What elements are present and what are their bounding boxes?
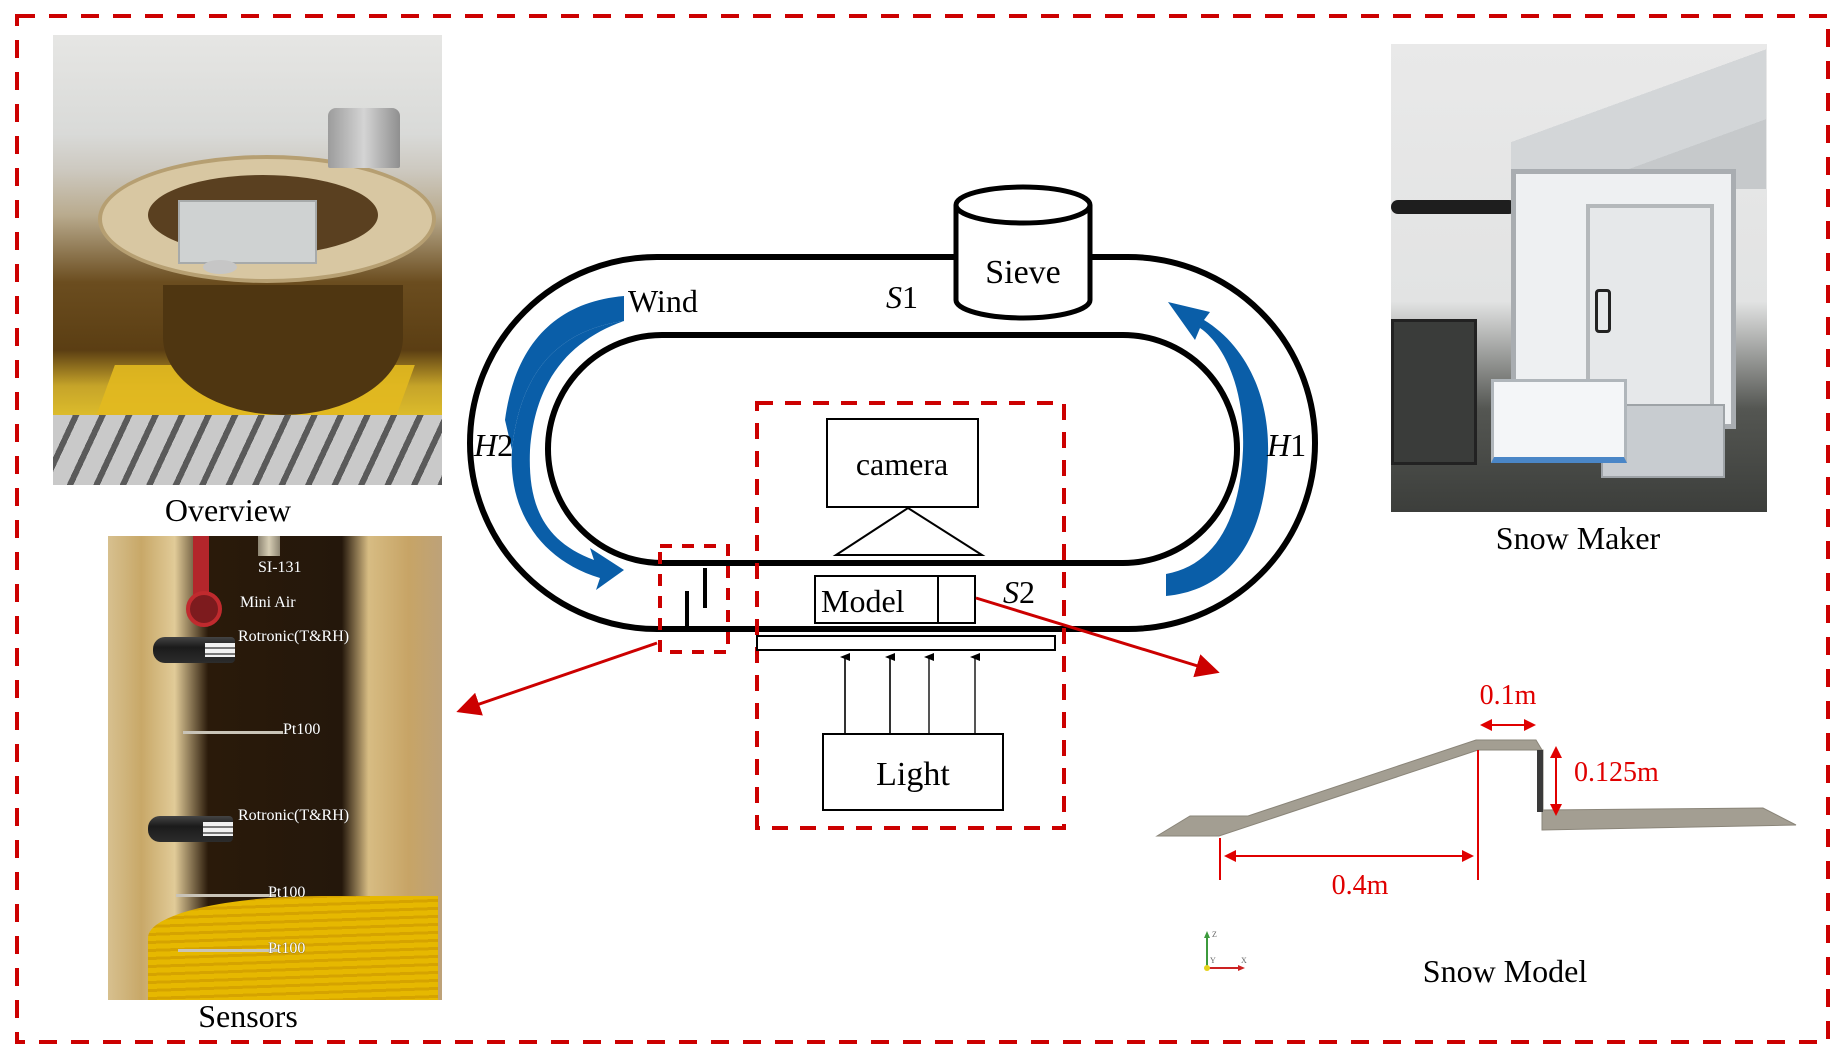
h1-num: 1	[1290, 427, 1306, 463]
sensor-label-pt100-2: Pt100	[268, 884, 306, 901]
sensor-location-dashed-box	[658, 544, 730, 654]
callout-arrow-to-sensors	[456, 641, 658, 716]
control-box	[178, 200, 317, 264]
sieve-cylinder	[953, 184, 1093, 321]
wind-tunnel-inner-wall	[545, 332, 1240, 566]
s2-italic: S	[1003, 574, 1019, 610]
model-label: Model	[821, 583, 905, 619]
sensor-label-rotronic-1: Rotronic(T&RH)	[238, 628, 350, 645]
snow-surface	[1155, 739, 1797, 837]
snow-model-geometry	[1155, 739, 1797, 837]
y-axis-label: Y	[1210, 956, 1216, 965]
dim-step-height-label: 0.125m	[1574, 757, 1659, 788]
sensor-label-mini-air: Mini Air	[240, 594, 296, 611]
camera-view-cone	[832, 506, 986, 556]
sensors-caption: Sensors	[198, 998, 298, 1034]
pt100-rod-1	[183, 731, 283, 734]
outer-dashed-frame	[15, 14, 1830, 1044]
light-box	[822, 733, 1004, 811]
pt100-rod-2	[176, 894, 276, 897]
pt100-rod-3	[178, 949, 278, 952]
callout-arrow-to-snow-model	[975, 596, 1220, 678]
sieve-label: Sieve	[985, 254, 1061, 291]
x-axis-label: X	[1241, 956, 1247, 965]
camera-label: camera	[856, 446, 948, 482]
wind-label: Wind	[628, 283, 698, 319]
y-axis-origin	[1204, 965, 1210, 971]
wind-arrow-left	[511, 296, 624, 590]
h1-italic: H	[1266, 427, 1292, 463]
dim-top-width-label: 0.1m	[1480, 680, 1537, 711]
sensor-label-pt100-3: Pt100	[268, 940, 306, 957]
rotronic-probe-upper	[153, 637, 235, 663]
model-box	[814, 575, 976, 624]
section-s1-label: S1	[886, 279, 918, 315]
round-plate	[203, 260, 237, 274]
support-pole	[1391, 200, 1516, 214]
snow-maker-caption: Snow Maker	[1495, 520, 1661, 556]
snow-model-caption: Snow Model	[1422, 953, 1588, 989]
door-handle	[1595, 289, 1611, 333]
h2-num: 2	[497, 427, 513, 463]
snow-maker-roof	[1511, 49, 1766, 189]
z-axis-label: Z	[1212, 930, 1217, 939]
step-wall	[1537, 750, 1543, 812]
glass-window	[756, 635, 1056, 651]
dark-panel	[1391, 319, 1477, 465]
tunnel-front-wall	[163, 285, 403, 415]
axis-triad-icon: Z X Y	[1204, 930, 1247, 971]
sensors-photo: SI-131 Mini Air Rotronic(T&RH) Pt100 Rot…	[108, 536, 442, 1000]
rotronic-probe-lower	[148, 816, 233, 842]
si-131-sensor	[258, 536, 280, 556]
wind-arrow-right	[1166, 302, 1269, 596]
sensor-label-pt100-1: Pt100	[283, 721, 321, 738]
dim-ramp-length-label: 0.4m	[1332, 870, 1389, 901]
sensors-floor	[148, 896, 438, 1000]
wind-tunnel-outer-wall	[467, 254, 1318, 632]
floor	[53, 415, 442, 485]
s2-num: 2	[1019, 574, 1035, 610]
sensor-label-rotronic-2: Rotronic(T&RH)	[238, 807, 350, 824]
s1-italic: S	[886, 279, 902, 315]
snow-maker-photo	[1391, 44, 1767, 512]
camera-box	[826, 418, 979, 508]
light-label: Light	[876, 756, 950, 793]
mini-air-anemometer	[186, 591, 222, 627]
wind-arrow-left-top	[505, 296, 624, 450]
heater-h1-label: H1	[1266, 427, 1306, 463]
h2-italic: H	[473, 427, 499, 463]
section-s2-label: S2	[1003, 574, 1035, 610]
sieve-duct	[328, 108, 400, 168]
snow-tray	[1491, 379, 1627, 463]
overview-caption: Overview	[164, 492, 292, 528]
overview-photo	[53, 35, 442, 485]
test-section-dashed-box	[755, 401, 1066, 830]
mini-air-mount	[193, 536, 209, 596]
s1-num: 1	[902, 279, 918, 315]
sensor-label-si131: SI-131	[258, 559, 302, 576]
heater-h2-label: H2	[473, 427, 513, 463]
